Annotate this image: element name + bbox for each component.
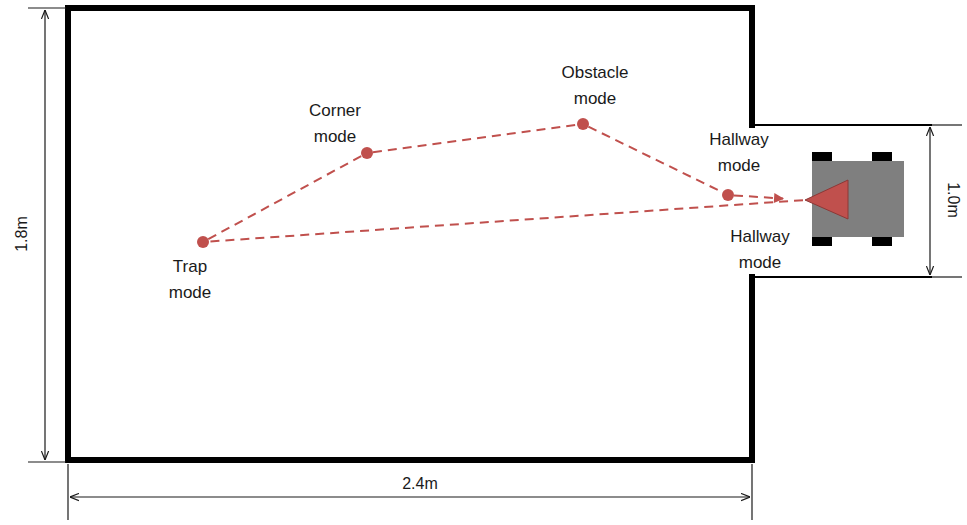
waypoint-dot: Hallway mode [722,189,734,201]
path-segment [734,195,783,198]
waypoint-dot: Corner mode [361,147,373,159]
path-segment [208,156,361,239]
mode-label: Corner mode [309,98,361,151]
dimension-width [68,464,752,520]
wall-outline [68,8,752,460]
dimension-label: 1.8m [13,214,31,254]
hallway-wall [752,276,932,278]
dimension-label: 1.0m [944,180,962,220]
waypoint-dot: Obstacle mode [577,118,589,130]
mode-label: Trap mode [169,254,212,307]
robot-heading [805,180,848,219]
extension-line [28,461,66,462]
robot-wheel [872,237,892,246]
robot-wheel [812,237,832,246]
path-segment [588,127,722,193]
extension-line [67,464,68,520]
dimension-line [70,496,750,497]
mode-label: Hallway mode [709,127,769,180]
dimension-label: 2.4m [400,475,440,493]
robot [805,152,904,246]
robot-wheel [812,152,832,161]
mode-label: Obstacle mode [561,60,628,113]
path-segment [373,125,577,152]
path-segment [209,200,803,241]
mode-label: Hallway mode [730,224,790,277]
dimension-height [28,8,66,462]
robot-position: Hallway mode [803,198,807,202]
dimension-line [44,10,45,460]
hallway-wall [752,124,932,126]
room-walls [68,8,752,460]
extension-line [932,124,962,125]
extension-line [751,464,752,520]
dimension-line [929,127,930,275]
extension-line [932,276,962,277]
waypoint-dot: Trap mode [197,236,209,248]
extension-line [28,7,66,8]
robot-wheel [872,152,892,161]
dimension-hallway [930,125,962,277]
